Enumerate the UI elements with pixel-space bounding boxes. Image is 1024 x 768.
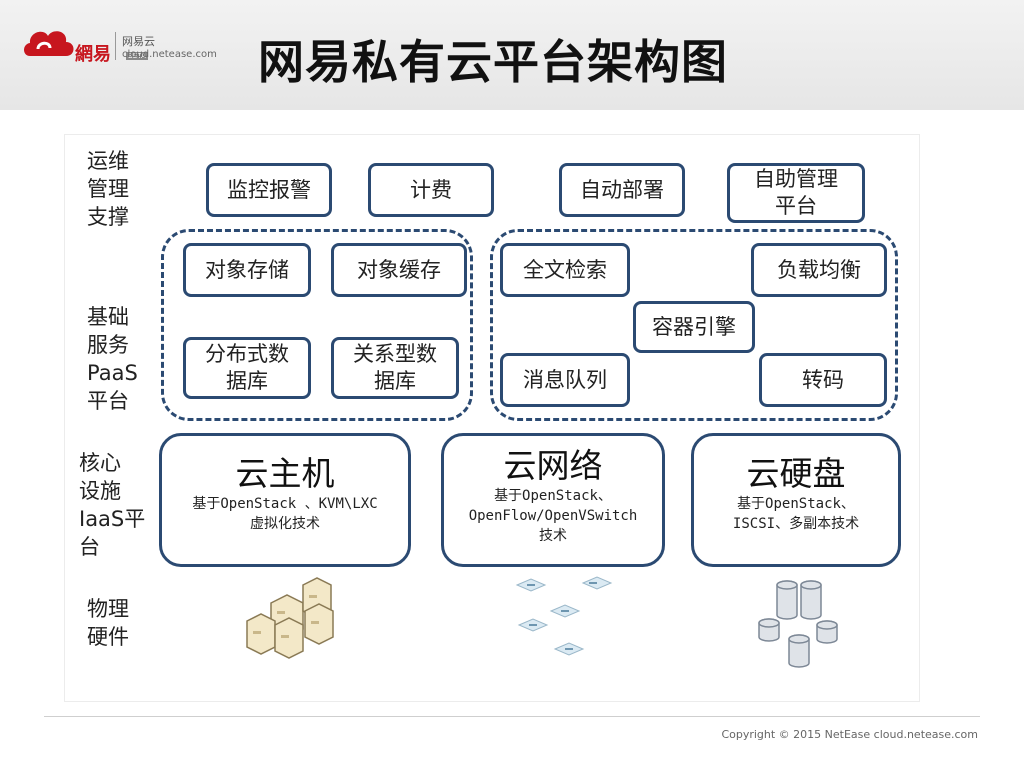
ops-box-billing: 计费 xyxy=(368,163,494,217)
footer-divider xyxy=(44,716,980,717)
core-cloud-network: 云网络 基于OpenStack、 OpenFlow/OpenVSwitch 技术 xyxy=(441,433,665,567)
core-cloud-host: 云主机 基于OpenStack 、KVM\LXC 虚拟化技术 xyxy=(159,433,411,567)
storage-disks-icon xyxy=(758,580,838,668)
paas-group-storage xyxy=(161,229,473,421)
copyright-text: Copyright © 2015 NetEase cloud.netease.c… xyxy=(721,728,978,741)
paas-object-storage: 对象存储 xyxy=(183,243,311,297)
paas-transcoding: 转码 xyxy=(759,353,887,407)
core-cloud-network-desc: 基于OpenStack、 OpenFlow/OpenVSwitch 技术 xyxy=(468,488,638,544)
ops-box-auto-deploy: 自动部署 xyxy=(559,163,685,217)
ops-box-monitoring: 监控报警 xyxy=(206,163,332,217)
paas-object-cache: 对象缓存 xyxy=(331,243,467,297)
core-cloud-disk-title: 云硬盘 xyxy=(746,454,846,493)
paas-container-engine: 容器引擎 xyxy=(633,301,755,353)
core-cloud-disk: 云硬盘 基于OpenStack、 ISCSI、多副本技术 xyxy=(691,433,901,567)
slide-header: 網易 网易云 BETA cloud.netease.com 网易私有云平台架构图 xyxy=(0,0,1024,110)
ops-box-self-service: 自助管理 平台 xyxy=(727,163,865,223)
paas-distributed-db: 分布式数 据库 xyxy=(183,337,311,399)
architecture-diagram: 运维 管理 支撑 基础 服务 PaaS 平台 核心 设施 IaaS平 台 物理 … xyxy=(64,134,920,702)
netease-logo: 網易 网易云 BETA cloud.netease.com xyxy=(20,20,217,68)
page-title: 网易私有云平台架构图 xyxy=(258,35,728,89)
layer-label-iaas: 核心 设施 IaaS平 台 xyxy=(79,451,146,559)
logo-divider xyxy=(115,32,116,60)
paas-load-balancer: 负载均衡 xyxy=(751,243,887,297)
core-cloud-disk-desc: 基于OpenStack、 ISCSI、多副本技术 xyxy=(732,496,860,532)
paas-message-queue: 消息队列 xyxy=(500,353,630,407)
logo-url: cloud.netease.com xyxy=(122,49,217,60)
logo-product: 网易云 BETA xyxy=(122,33,180,62)
layer-label-hardware: 物理 硬件 xyxy=(87,597,129,649)
logo-product-name: 网易云 xyxy=(122,35,155,48)
core-cloud-host-desc: 基于OpenStack 、KVM\LXC 虚拟化技术 xyxy=(192,496,378,532)
paas-group-middleware xyxy=(490,229,898,421)
layer-label-ops: 运维 管理 支撑 xyxy=(87,149,129,229)
paas-relational-db: 关系型数 据库 xyxy=(331,337,459,399)
core-cloud-host-title: 云主机 xyxy=(235,454,335,493)
beta-badge: BETA xyxy=(126,52,148,60)
paas-fulltext-search: 全文检索 xyxy=(500,243,630,297)
cloud-logo-icon xyxy=(24,31,74,56)
server-cluster-icon xyxy=(246,577,334,659)
core-cloud-network-title: 云网络 xyxy=(503,446,603,485)
network-switches-icon xyxy=(515,576,613,656)
layer-label-paas: 基础 服务 PaaS 平台 xyxy=(87,305,138,413)
logo-brand-text: 網易 xyxy=(75,44,111,65)
